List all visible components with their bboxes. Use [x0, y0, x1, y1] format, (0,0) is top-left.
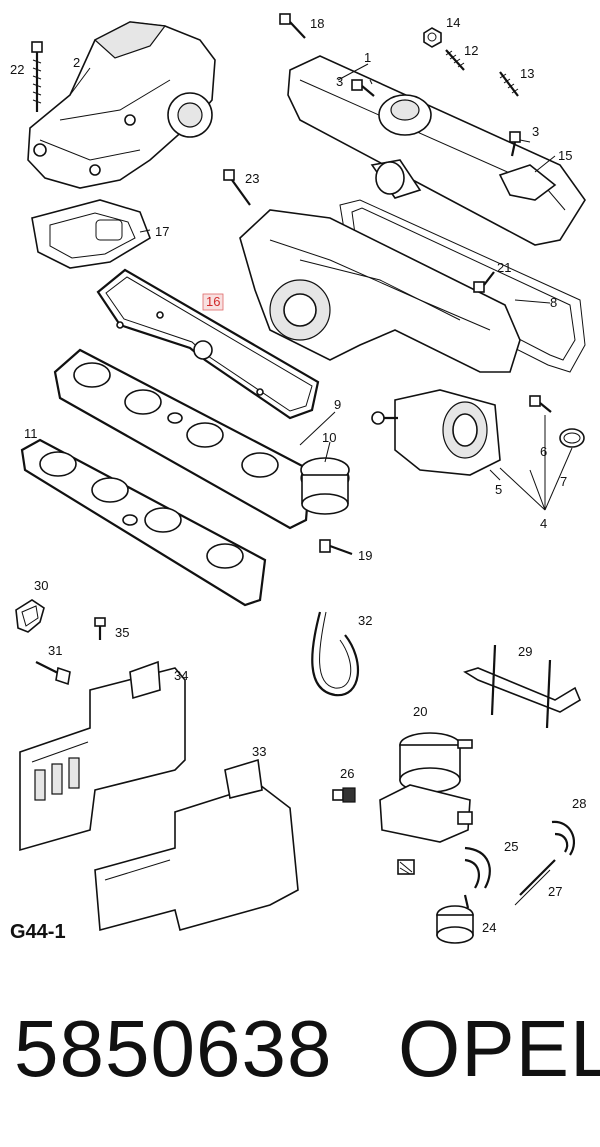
callout-26: 26: [340, 766, 354, 781]
spring-clip: [397, 859, 415, 875]
callout-34: 34: [174, 668, 188, 683]
callout-27: 27: [548, 884, 562, 899]
callout-8: 8: [550, 295, 557, 310]
part-35-screw: [94, 617, 106, 640]
callout-9: 9: [334, 397, 341, 412]
part-22-bolt: [31, 41, 43, 112]
callout-6: 6: [540, 444, 547, 459]
callout-labels: 1 2 3 3 4 5 6 7 8 9 10 11 12 13 14 15 17…: [10, 15, 586, 935]
callout-5: 5: [495, 482, 502, 497]
part-number: 5850638: [14, 1004, 333, 1093]
callout-31: 31: [48, 643, 62, 658]
part-14-nut: [423, 27, 442, 48]
callout-12: 12: [464, 43, 478, 58]
part-3-bolt-a: [351, 79, 375, 97]
part-32-hose: [311, 611, 359, 697]
part-28-hose: [551, 820, 576, 856]
callout-2: 2: [73, 55, 80, 70]
callout-1: 1: [364, 50, 371, 65]
callout-35: 35: [115, 625, 129, 640]
part-31-bolt: [35, 661, 71, 686]
part-3-bolt-b: [509, 131, 521, 157]
brand-name: OPEL: [398, 1004, 600, 1093]
part-11-exhaust-gasket: [20, 438, 267, 607]
part-20-vacuum-valve: [379, 732, 473, 843]
part-19-bolt: [319, 539, 353, 556]
part-17-gasket: [31, 199, 151, 269]
part-12-stud: [445, 49, 465, 71]
part-2-throttle-housing: [27, 21, 216, 189]
part-21-bolt: [473, 271, 495, 293]
part-23-bolt: [223, 169, 251, 206]
callout-25: 25: [504, 839, 518, 854]
callout-28: 28: [572, 796, 586, 811]
intake-manifold-body: [239, 209, 521, 373]
callout-11: 11: [24, 426, 38, 441]
part-18-bolt: [279, 13, 306, 39]
callout-18: 18: [310, 16, 324, 31]
part-16-gasket: [96, 268, 320, 420]
callout-17: 17: [155, 224, 169, 239]
part-26-fitting: [332, 787, 356, 803]
callout-13: 13: [520, 66, 534, 81]
part-25-hose: [464, 846, 491, 889]
callout-14: 14: [446, 15, 460, 30]
callout-30: 30: [34, 578, 48, 593]
callout-16-highlighted: 16: [206, 294, 220, 309]
callout-16-highlight-box: [202, 293, 224, 311]
diagram-code: G44-1: [10, 921, 66, 943]
part-13-stud: [499, 71, 519, 97]
callout-33: 33: [252, 744, 266, 759]
callout-4: 4: [540, 516, 547, 531]
part-33-heat-shield: [94, 758, 299, 932]
part-24-cap: [436, 894, 474, 944]
callout-3-b: 3: [532, 124, 539, 139]
callout-29: 29: [518, 644, 532, 659]
part-1-manifold-cover: [287, 55, 586, 246]
callout-24: 24: [482, 920, 496, 935]
callout-15: 15: [558, 148, 572, 163]
callout-19: 19: [358, 548, 372, 563]
callout-7: 7: [560, 474, 567, 489]
part-34-heat-shield: [19, 660, 186, 852]
part-10-egr-valve: [300, 457, 350, 515]
part-27-tube: [514, 859, 556, 906]
part-30-clip: [15, 599, 45, 633]
callout-32: 32: [358, 613, 372, 628]
callout-10: 10: [322, 430, 336, 445]
part-9-intake-gasket: [53, 348, 312, 530]
part-6-bolt: [529, 395, 552, 413]
callout-21: 21: [497, 260, 511, 275]
part-29-bracket: [463, 644, 582, 729]
leader-lines: [69, 63, 573, 511]
callout-23: 23: [245, 171, 259, 186]
callout-3-a: 3: [336, 74, 343, 89]
callout-22: 22: [10, 62, 24, 77]
callout-20: 20: [413, 704, 427, 719]
part-7-o-ring: [559, 428, 585, 448]
part-5-throttle-body: [371, 389, 501, 476]
